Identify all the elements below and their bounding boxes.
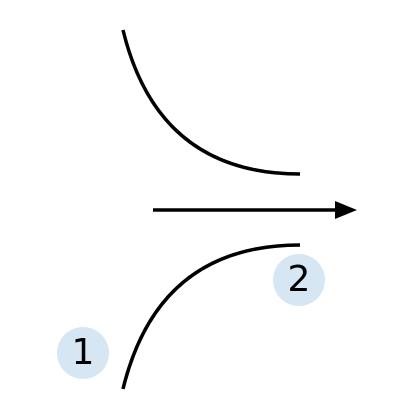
upper-wall-curve: [121, 29, 301, 176]
flow-arrow-head: [335, 201, 357, 219]
point-1-badge: 1: [57, 327, 109, 379]
point-2-label: 2: [287, 259, 311, 300]
right-arrow-icon: [153, 201, 357, 219]
lower-wall-curve: [121, 243, 301, 390]
point-1-label: 1: [71, 332, 95, 373]
point-2-badge: 2: [273, 254, 325, 306]
